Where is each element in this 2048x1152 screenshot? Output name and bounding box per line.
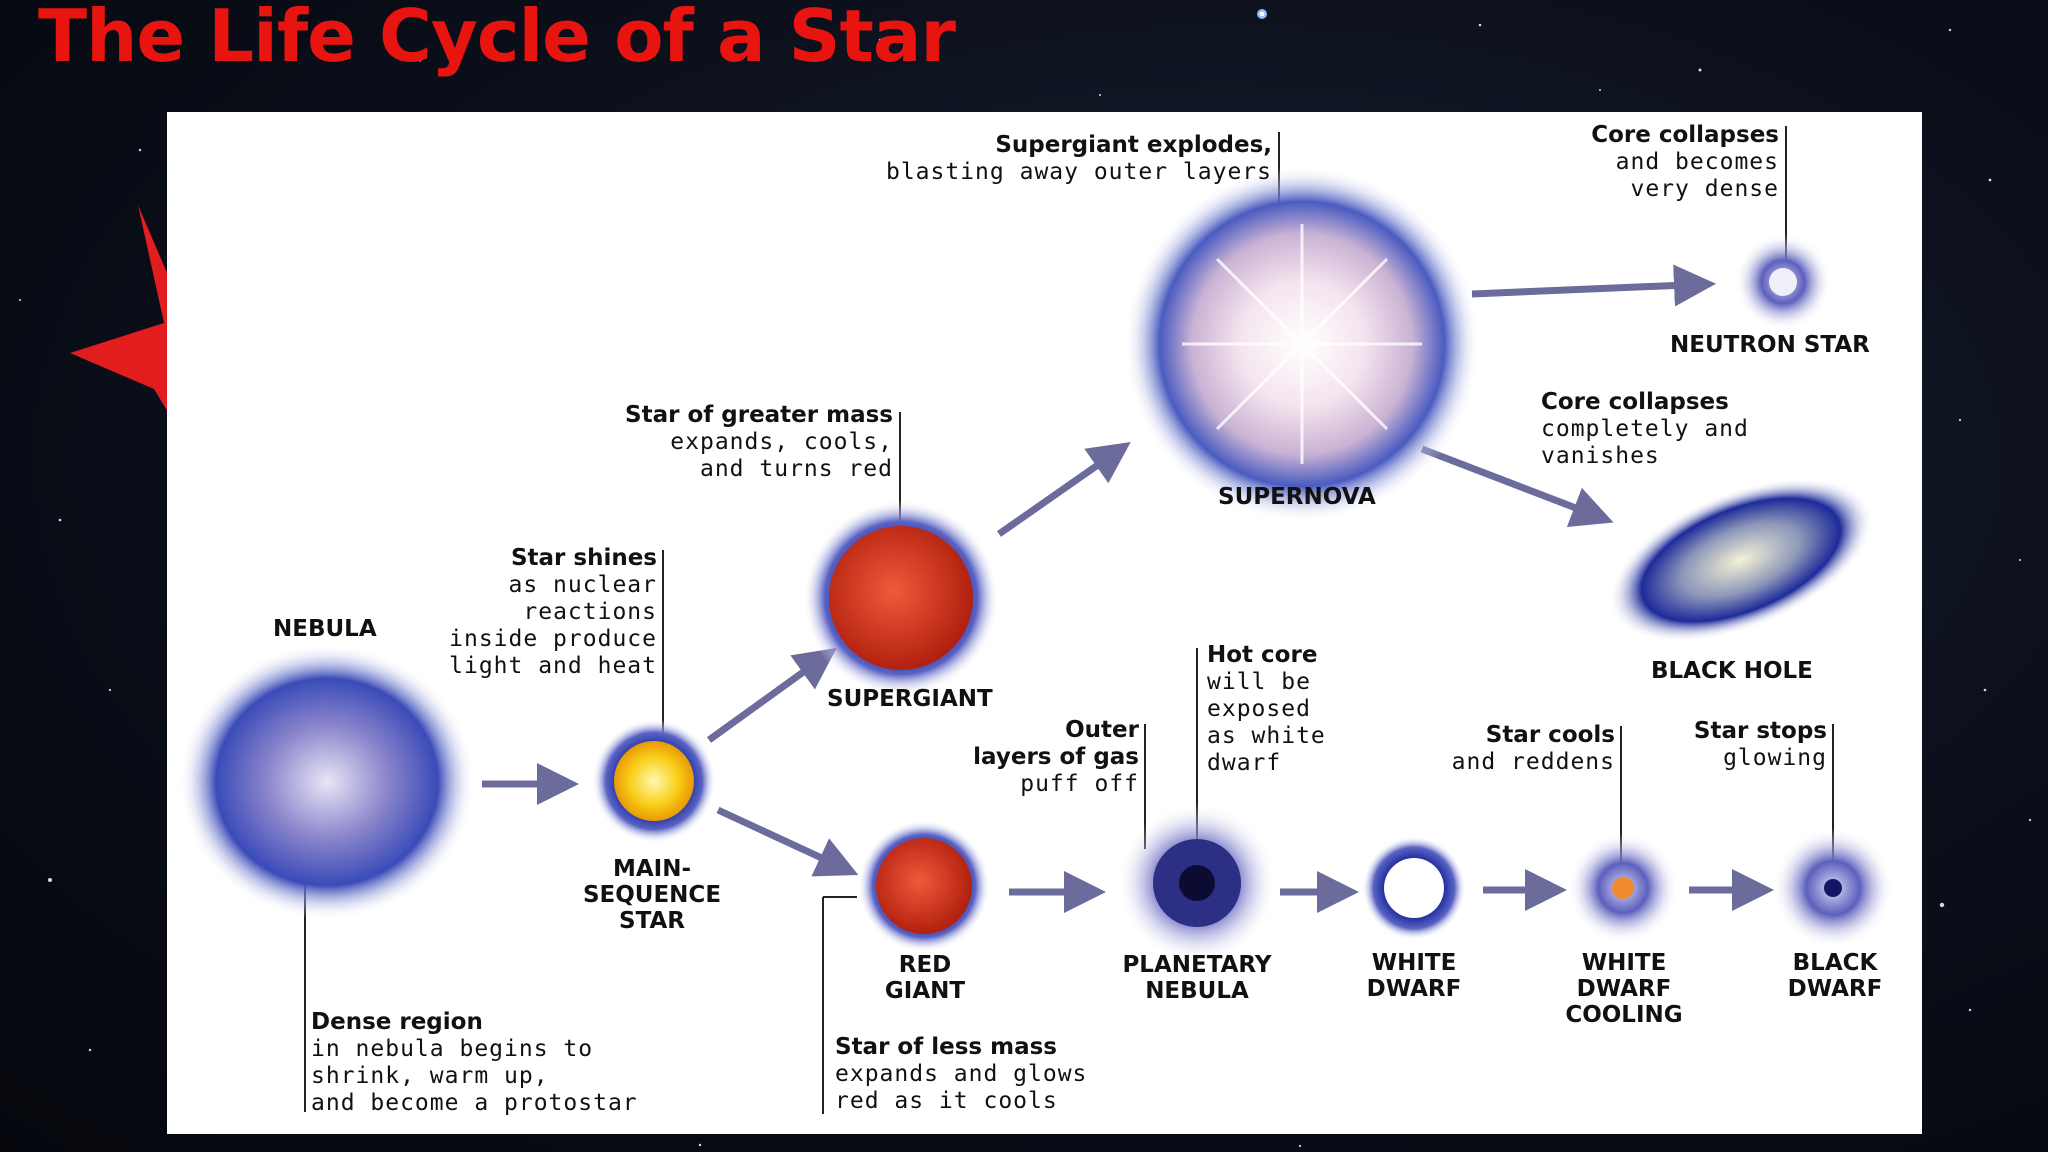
note-supergiant-explodes: Supergiant explodes, blasting away outer… (885, 132, 1272, 185)
stage-label-nebula: NEBULA (273, 616, 377, 642)
stage-label-black-dwarf: BLACK DWARF (1787, 950, 1883, 1002)
note-star-stops: Star stops glowing (1693, 718, 1827, 771)
stage-label-supernova: SUPERNOVA (1218, 484, 1376, 510)
note-hot-core: Hot core will be exposed as white dwarf (1207, 642, 1326, 776)
stage-label-white-dwarf: WHITE DWARF (1366, 950, 1462, 1002)
nebula-image (179, 644, 475, 920)
black-dwarf-image (1824, 879, 1842, 897)
note-star-cools: Star cools and reddens (1451, 722, 1615, 775)
neutron-star-image (1769, 268, 1797, 296)
page-title: The Life Cycle of a Star (38, 0, 956, 78)
note-core-collapses-dense: Core collapses and becomes very dense (1591, 122, 1779, 202)
stage-label-red-giant: RED GIANT (884, 952, 966, 1004)
note-star-shines: Star shines as nuclear reactions inside … (449, 545, 657, 679)
stage-label-black-hole: BLACK HOLE (1651, 658, 1813, 684)
supergiant-image (829, 526, 973, 670)
stage-label-supergiant: SUPERGIANT (827, 686, 993, 712)
black-hole-image (1608, 477, 1874, 643)
planetary-nebula-image (1179, 865, 1215, 901)
note-dense-region: Dense region in nebula begins to shrink,… (311, 1009, 638, 1116)
arrow-right-icon (482, 264, 1774, 913)
note-outer-layers: Outer layers of gas puff off (973, 717, 1139, 797)
note-less-mass: Star of less mass expands and glows red … (835, 1034, 1088, 1114)
stage-label-main-sequence: MAIN- SEQUENCE STAR (582, 856, 722, 934)
life-cycle-diagram: NEBULA MAIN- SEQUENCE STAR SUPERGIANT SU… (167, 112, 1922, 1134)
main-sequence-star-image (614, 741, 694, 821)
stage-label-neutron-star: NEUTRON STAR (1670, 332, 1870, 358)
stage-label-white-dwarf-cooling: WHITE DWARF COOLING (1565, 950, 1683, 1028)
stage-label-planetary-nebula: PLANETARY NEBULA (1122, 952, 1272, 1004)
note-greater-mass: Star of greater mass expands, cools, and… (625, 402, 893, 482)
white-dwarf-image (1384, 858, 1444, 918)
note-core-collapses-vanishes: Core collapses completely and vanishes (1541, 389, 1749, 469)
diagram-graphics (179, 126, 1893, 1114)
white-dwarf-cooling-image (1612, 877, 1634, 899)
red-giant-image (876, 838, 972, 934)
